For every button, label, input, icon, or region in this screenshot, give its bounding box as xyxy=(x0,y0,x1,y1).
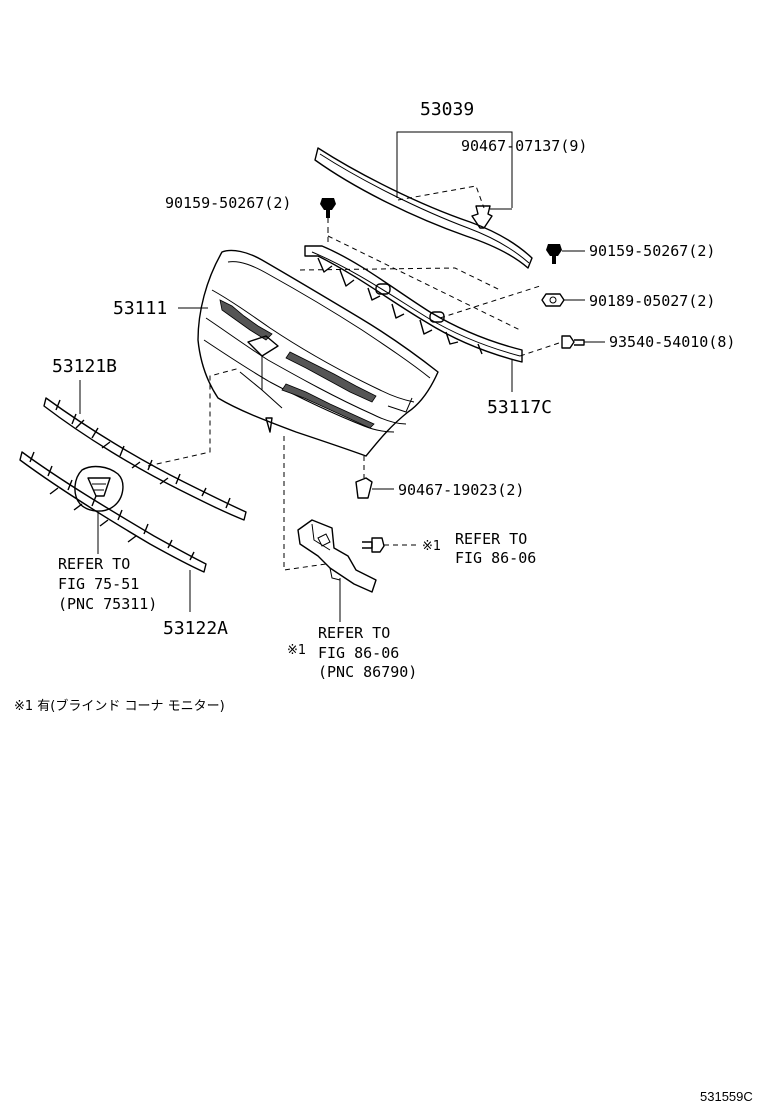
dash-sensor xyxy=(283,436,327,571)
retainer-drawing xyxy=(304,245,523,376)
emblem-ref-line3: (PNC 75311) xyxy=(58,595,157,613)
nut-right-icon xyxy=(541,293,565,307)
screw-bolt-icon xyxy=(561,335,585,349)
label-90159-50267-right: 90159-50267(2) xyxy=(589,242,715,260)
dash-screw-bolt xyxy=(519,341,563,357)
sensor-right-ref-line1: REFER TO xyxy=(455,530,527,548)
emblem-ref-line1: REFER TO xyxy=(58,555,130,573)
dash-screw-left xyxy=(327,218,521,331)
label-53121B: 53121B xyxy=(52,356,117,377)
screw-left-icon xyxy=(320,198,336,218)
upper-molding-drawing xyxy=(314,147,533,269)
label-90189-05027: 90189-05027(2) xyxy=(589,292,715,310)
footnote: ※1 有(ブラインド コーナ モニター) xyxy=(14,698,225,714)
grille-drawing xyxy=(197,249,439,457)
dash-molding-b xyxy=(147,367,241,467)
label-90159-50267-left: 90159-50267(2) xyxy=(165,194,291,212)
sensor-right-mark: ※1 xyxy=(422,539,441,554)
label-90467-19023: 90467-19023(2) xyxy=(398,481,524,499)
clip-lower-icon xyxy=(355,477,373,499)
molding-53121B-drawing xyxy=(43,397,247,521)
dash-retainer-nut xyxy=(439,285,541,319)
label-53111: 53111 xyxy=(113,298,167,319)
emblem-drawing xyxy=(74,465,124,512)
dash-clip-upper xyxy=(397,185,485,209)
sensor-bottom-ref-line3: (PNC 86790) xyxy=(318,663,417,681)
label-53039: 53039 xyxy=(420,99,474,120)
sensor-right-ref-line2: FIG 86-06 xyxy=(455,549,536,567)
molding-53122A-drawing xyxy=(19,451,207,573)
figure-id: 531559C xyxy=(700,1089,753,1104)
clip-upper-icon xyxy=(471,205,493,229)
sensor-bottom-ref-line1: REFER TO xyxy=(318,624,390,642)
label-53117C: 53117C xyxy=(487,397,552,418)
screw-right-icon xyxy=(546,244,562,264)
label-90467-07137: 90467-07137(9) xyxy=(461,137,587,155)
sensor-bottom-ref-line2: FIG 86-06 xyxy=(318,644,399,662)
emblem-ref-line2: FIG 75-51 xyxy=(58,575,139,593)
label-53122A: 53122A xyxy=(163,618,228,639)
sensor-screw-icon xyxy=(362,537,385,553)
dash-retainer-top xyxy=(299,267,501,291)
leader-53039 xyxy=(396,131,513,208)
sensor-bottom-mark: ※1 xyxy=(287,643,306,658)
label-93540-54010: 93540-54010(8) xyxy=(609,333,735,351)
sensor-bracket-drawing xyxy=(297,519,377,593)
